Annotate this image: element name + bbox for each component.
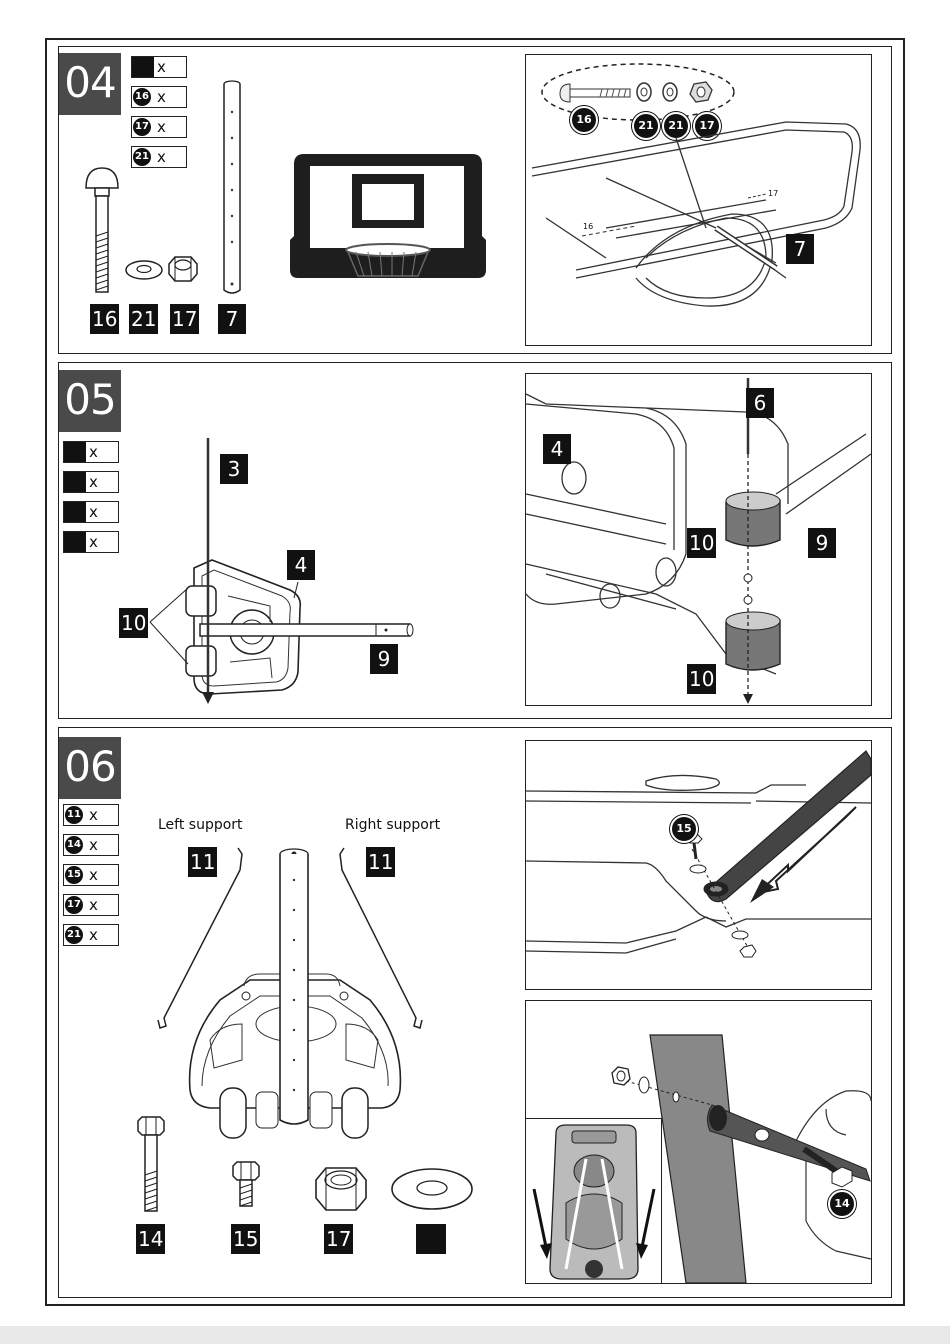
part-callout: 21 bbox=[133, 148, 151, 166]
step-number: 04 bbox=[59, 53, 121, 115]
part-swatch bbox=[64, 442, 86, 462]
part-callout: 14 bbox=[828, 1190, 856, 1218]
base-tag: 4 bbox=[287, 550, 315, 580]
qty-mark: x bbox=[157, 87, 166, 107]
part-tag: 17 bbox=[170, 304, 199, 334]
part-tag: 7 bbox=[218, 304, 246, 334]
carriage-bolt-illustration bbox=[82, 166, 122, 296]
step-number: 05 bbox=[59, 370, 121, 432]
qty-row: x bbox=[63, 471, 119, 493]
qty-row: x bbox=[131, 56, 187, 78]
pin-tag: 6 bbox=[746, 388, 774, 418]
part-callout: 15 bbox=[670, 815, 698, 843]
qty-row: 17 x bbox=[63, 894, 119, 916]
support-bolt-detail bbox=[526, 741, 871, 989]
pole-base-assembly-illustration bbox=[150, 840, 440, 1146]
part-callout: 17 bbox=[133, 118, 151, 136]
qty-mark: x bbox=[157, 147, 166, 167]
qty-mark: x bbox=[89, 502, 98, 522]
qty-row: 11 x bbox=[63, 804, 119, 826]
base-top-view-inset bbox=[526, 1119, 661, 1283]
qty-mark: x bbox=[89, 472, 98, 492]
small-part-label: 17 bbox=[768, 189, 778, 198]
qty-mark: x bbox=[89, 442, 98, 462]
part-swatch bbox=[132, 57, 154, 77]
qty-row: 17 x bbox=[131, 116, 187, 138]
qty-mark: x bbox=[89, 532, 98, 552]
right-support-label: Right support bbox=[345, 817, 440, 833]
small-part-label: 16 bbox=[583, 222, 593, 231]
pole-illustration bbox=[218, 80, 246, 298]
part-callout: 16 bbox=[133, 88, 151, 106]
part-callout: 21 bbox=[65, 926, 83, 944]
qty-row: 16 x bbox=[131, 86, 187, 108]
part-swatch bbox=[64, 502, 86, 522]
qty-mark: x bbox=[157, 117, 166, 137]
qty-mark: x bbox=[89, 865, 98, 885]
qty-mark: x bbox=[89, 835, 98, 855]
large-washer-illustration bbox=[390, 1166, 474, 1212]
backboard-illustration bbox=[290, 152, 486, 282]
sleeve-tag: 10 bbox=[687, 528, 716, 558]
lock-nut-illustration bbox=[165, 254, 201, 284]
part-tag: 15 bbox=[231, 1224, 260, 1254]
backboard-frame-detail bbox=[526, 118, 872, 344]
qty-row: 21 x bbox=[63, 924, 119, 946]
part-tag: 7 bbox=[786, 234, 814, 264]
sleeve-tag: 10 bbox=[119, 608, 148, 638]
qty-row: x bbox=[63, 501, 119, 523]
part-callout: 15 bbox=[65, 866, 83, 884]
qty-row: 14 x bbox=[63, 834, 119, 856]
qty-row: x bbox=[63, 531, 119, 553]
base-tag: 4 bbox=[543, 434, 571, 464]
page-footer-band bbox=[0, 1326, 950, 1344]
hex-bolt-long-illustration bbox=[134, 1115, 168, 1215]
part-callout: 11 bbox=[65, 806, 83, 824]
qty-mark: x bbox=[89, 895, 98, 915]
arm-tag: 9 bbox=[370, 644, 398, 674]
qty-mark: x bbox=[89, 925, 98, 945]
part-tag: 16 bbox=[90, 304, 119, 334]
qty-row: x bbox=[63, 441, 119, 463]
qty-row: 21 x bbox=[131, 146, 187, 168]
qty-mark: x bbox=[157, 57, 166, 77]
part-callout: 17 bbox=[65, 896, 83, 914]
qty-mark: x bbox=[89, 805, 98, 825]
part-tag bbox=[416, 1224, 446, 1254]
arm-tag: 9 bbox=[808, 528, 836, 558]
part-swatch bbox=[64, 472, 86, 492]
hex-bolt-short-illustration bbox=[229, 1160, 263, 1210]
sleeve-pointer-lines bbox=[148, 584, 198, 668]
part-tag: 17 bbox=[324, 1224, 353, 1254]
part-tag: 14 bbox=[136, 1224, 165, 1254]
part-swatch bbox=[64, 532, 86, 552]
step-number: 06 bbox=[59, 737, 121, 799]
lock-nut-large-illustration bbox=[310, 1164, 372, 1214]
sleeve-tag: 10 bbox=[687, 664, 716, 694]
washer-illustration bbox=[124, 258, 164, 282]
left-support-label: Left support bbox=[158, 817, 243, 833]
qty-row: 15 x bbox=[63, 864, 119, 886]
rod-tag: 3 bbox=[220, 454, 248, 484]
part-tag: 21 bbox=[129, 304, 158, 334]
part-callout: 14 bbox=[65, 836, 83, 854]
